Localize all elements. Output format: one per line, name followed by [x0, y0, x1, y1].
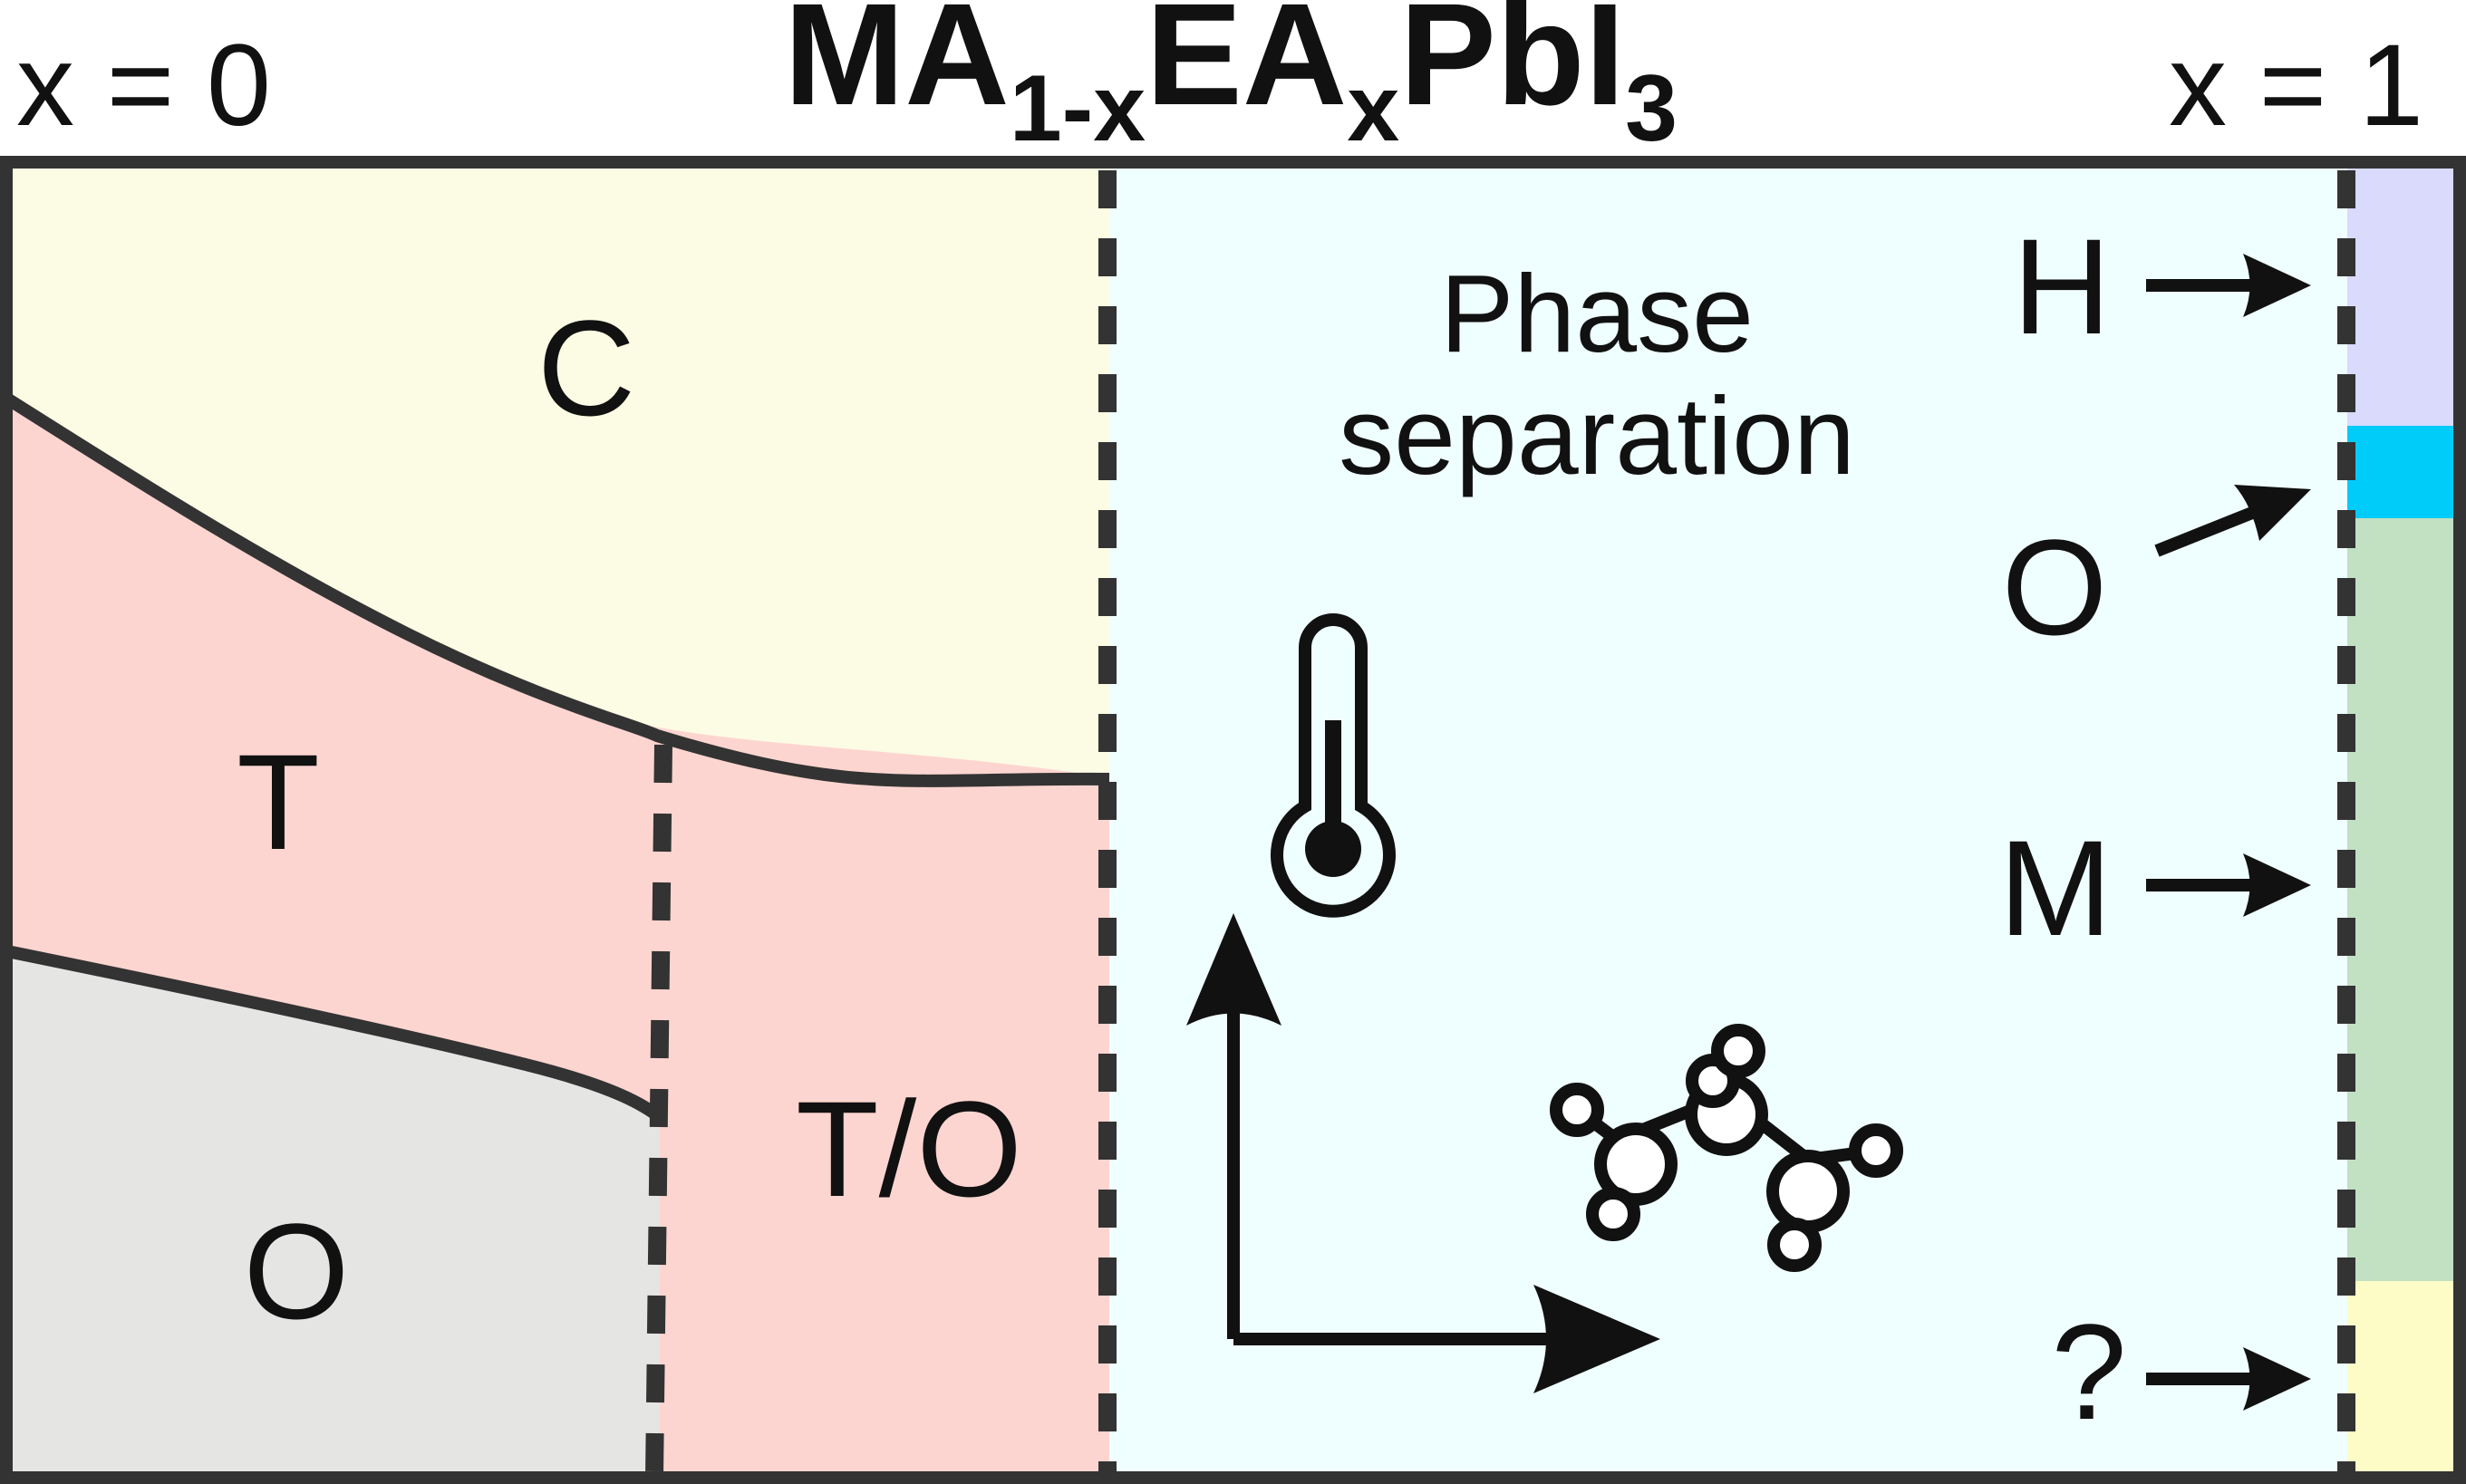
- end-phase-label-monoclinic: M: [1999, 812, 2113, 964]
- orthorhombic-region: [7, 951, 660, 1477]
- region-label-tetragonal: T: [237, 726, 320, 878]
- thermometer-icon: [1271, 613, 1396, 918]
- formula-part-pbi: PbI: [1399, 0, 1625, 135]
- ethylammonium-molecule-icon: [1550, 1024, 1903, 1272]
- end-phase-arrows: [2146, 254, 2311, 1411]
- hydrogen-atom: [1849, 1123, 1903, 1178]
- strip-monoclinic: [2347, 518, 2460, 1281]
- phase-separation-label-line1: Phase: [1440, 252, 1754, 375]
- arrow-hexagonal: [2146, 254, 2311, 317]
- formula-sub-1-x: 1-x: [1010, 56, 1146, 161]
- region-label-cubic: C: [537, 292, 635, 444]
- region-label-orthorhombic: O: [244, 1195, 350, 1347]
- tetragonal-orthorhombic-boundary: [5, 945, 664, 1123]
- nitrogen-atom: [1766, 1150, 1850, 1233]
- hydrogen-atom: [1767, 1218, 1822, 1272]
- region-label-mixed: T/O: [796, 1073, 1022, 1225]
- right-composition-label: x = 1: [2169, 21, 2423, 150]
- strip-orthorhombic: [2347, 426, 2460, 518]
- formula-part-ea: EA: [1146, 0, 1347, 135]
- hydrogen-atom: [1711, 1024, 1765, 1078]
- hydrogen-atom: [1586, 1187, 1640, 1241]
- formula-sub-3: 3: [1625, 56, 1678, 161]
- strip-hexagonal: [2347, 163, 2460, 426]
- arrow-monoclinic: [2146, 853, 2311, 917]
- phase-separation-label-line2: separation: [1339, 374, 1855, 497]
- left-composition-label: x = 0: [16, 21, 271, 150]
- axes-arrows-icon: [1186, 913, 1660, 1393]
- hydrogen-atom: [1550, 1083, 1604, 1137]
- formula-title: MA1-xEAxPbI3: [784, 0, 1678, 161]
- strip-unknown: [2347, 1281, 2460, 1477]
- cubic-tetragonal-boundary: [4, 393, 1110, 787]
- diagram-frame: [0, 156, 2466, 1484]
- arrow-unknown: [2146, 1347, 2311, 1411]
- mixed-phase-dashed-line: [645, 744, 672, 1478]
- end-phase-label-unknown: ?: [2051, 1296, 2126, 1448]
- end-phase-label-orthorhombic: O: [2002, 511, 2108, 663]
- formula-part-ma: MA: [784, 0, 1010, 135]
- end-phase-label-hexagonal: H: [2013, 210, 2111, 362]
- region-fills: [7, 163, 2460, 1477]
- formula-sub-x: x: [1347, 56, 1399, 161]
- arrow-orthorhombic: [2154, 485, 2311, 557]
- phase-separation-region: [1109, 163, 2347, 1477]
